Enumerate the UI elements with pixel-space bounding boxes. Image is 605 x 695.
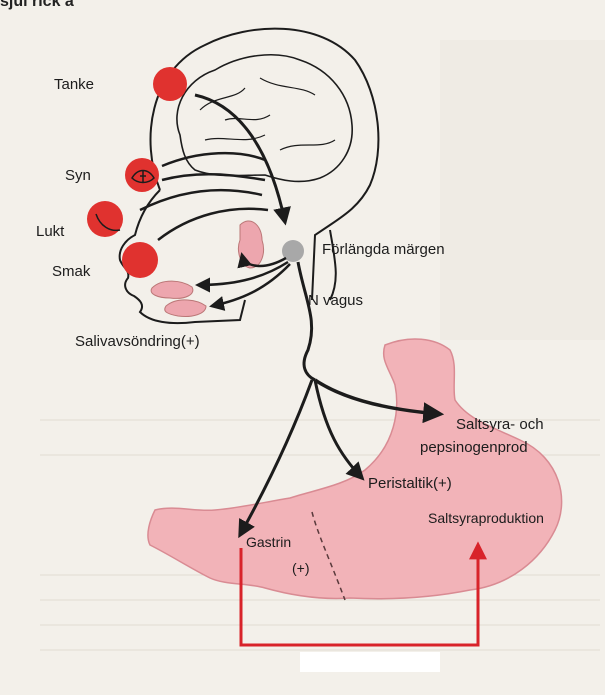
label-n-vagus: N vagus: [308, 292, 363, 309]
label-gastrin: Gastrin: [246, 534, 291, 550]
label-peristaltik: Peristaltik(+): [368, 475, 452, 492]
label-forlangda-margen: Förlängda märgen: [322, 241, 445, 258]
white-patch: [300, 652, 440, 672]
taste-stimulus-circle: [122, 242, 158, 278]
label-salivavsondring: Salivavsöndring(+): [75, 333, 200, 350]
label-gastrin-plus: (+): [292, 560, 310, 576]
label-saltsyra-line1: Saltsyra- och: [456, 416, 544, 433]
background-smudge: [440, 40, 605, 340]
label-saltsyra-line2: pepsinogenprod: [420, 439, 528, 456]
label-tanke: Tanke: [54, 76, 94, 93]
sublingual-gland: [165, 300, 206, 317]
submandibular-gland: [151, 281, 193, 298]
label-smak: Smak: [52, 263, 91, 280]
sight-stimulus-circle: [125, 158, 159, 192]
smell-stimulus-circle: [87, 201, 123, 237]
top-text-fragment: sjui rick a: [0, 0, 74, 10]
label-lukt: Lukt: [36, 223, 65, 240]
parotid-gland: [238, 221, 263, 268]
label-saltsyraproduktion: Saltsyraproduktion: [428, 510, 544, 526]
label-syn: Syn: [65, 167, 91, 184]
thought-stimulus-circle: [153, 67, 187, 101]
